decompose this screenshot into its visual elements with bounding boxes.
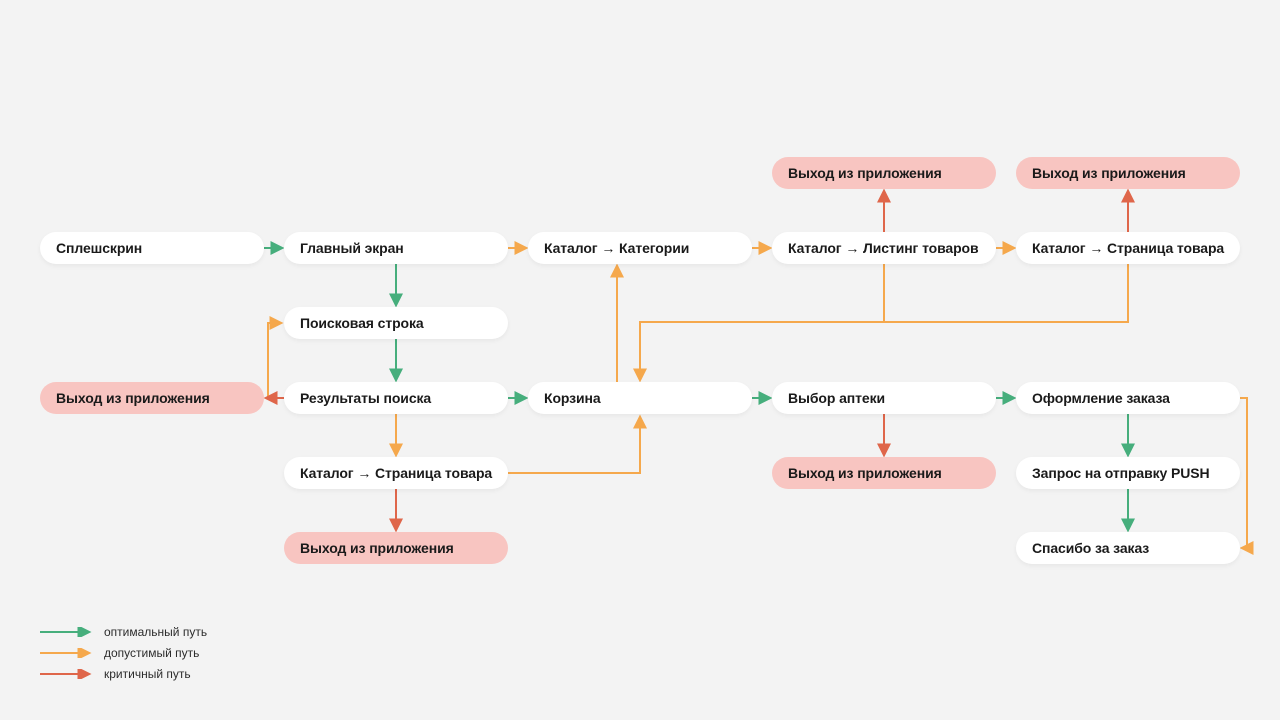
- edge-productpage-cart: [508, 414, 647, 474]
- edge-results-searchbar-loop: [267, 316, 284, 399]
- optimal-path-arrow-icon: [40, 626, 92, 637]
- node-catalog-product-top: Каталог → Страница товара: [1016, 232, 1240, 264]
- legend-label-critical: критичный путь: [104, 666, 191, 681]
- legend-item-allowed: допустимый путь: [40, 642, 207, 663]
- edge-checkout-thanks-loop: [1239, 397, 1254, 555]
- node-pharmacy-select: Выбор аптеки: [772, 382, 996, 414]
- critical-path-arrow-icon: [40, 668, 92, 679]
- node-thanks: Спасибо за заказ: [1016, 532, 1240, 564]
- node-label: Выбор аптеки: [788, 390, 886, 406]
- edge-producttop-cart: [633, 264, 1129, 383]
- node-label: Каталог → Листинг товаров: [788, 240, 979, 256]
- node-cart: Корзина: [528, 382, 752, 414]
- legend: оптимальный путь допустимый путь критичн…: [40, 621, 207, 684]
- node-label: Спасибо за заказ: [1032, 540, 1150, 556]
- node-exit-from-search-results: Выход из приложения: [40, 382, 264, 414]
- node-home: Главный экран: [284, 232, 508, 264]
- node-label: Результаты поиска: [300, 390, 432, 406]
- node-label: Каталог → Страница товара: [1032, 240, 1225, 256]
- node-label: Выход из приложения: [1032, 165, 1186, 181]
- node-label: Сплешскрин: [56, 240, 143, 256]
- node-label: Выход из приложения: [788, 165, 942, 181]
- node-label: Главный экран: [300, 240, 404, 256]
- node-label: Корзина: [544, 390, 601, 406]
- node-label: Каталог → Страница товара: [300, 465, 493, 481]
- node-catalog-listing: Каталог → Листинг товаров: [772, 232, 996, 264]
- node-exit-from-listing: Выход из приложения: [772, 157, 996, 189]
- node-label: Выход из приложения: [788, 465, 942, 481]
- node-exit-from-pharmacy: Выход из приложения: [772, 457, 996, 489]
- node-catalog-categories: Каталог → Категории: [528, 232, 752, 264]
- node-label: Оформление заказа: [1032, 390, 1170, 406]
- legend-label-allowed: допустимый путь: [104, 645, 200, 660]
- legend-item-critical: критичный путь: [40, 663, 207, 684]
- node-label: Запрос на отправку PUSH: [1032, 465, 1210, 481]
- node-label: Выход из приложения: [56, 390, 210, 406]
- legend-item-optimal: оптимальный путь: [40, 621, 207, 642]
- node-checkout: Оформление заказа: [1016, 382, 1240, 414]
- node-search-results: Результаты поиска: [284, 382, 508, 414]
- node-label: Каталог → Категории: [544, 240, 690, 256]
- node-splash: Сплешскрин: [40, 232, 264, 264]
- node-search-bar: Поисковая строка: [284, 307, 508, 339]
- node-push-request: Запрос на отправку PUSH: [1016, 457, 1240, 489]
- node-catalog-product-from-search: Каталог → Страница товара: [284, 457, 508, 489]
- legend-label-optimal: оптимальный путь: [104, 624, 208, 639]
- node-label: Поисковая строка: [300, 315, 424, 331]
- node-exit-from-product-search: Выход из приложения: [284, 532, 508, 564]
- node-label: Выход из приложения: [300, 540, 454, 556]
- node-exit-from-product-top: Выход из приложения: [1016, 157, 1240, 189]
- allowed-path-arrow-icon: [40, 647, 92, 658]
